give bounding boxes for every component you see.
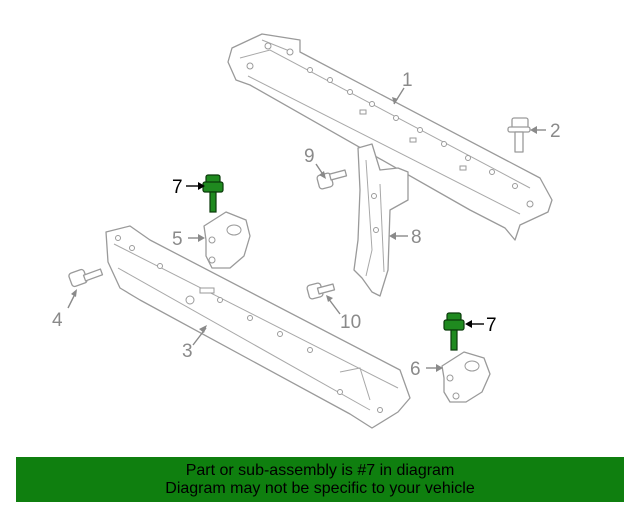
part-2-bolt [507,117,531,153]
part-7-bolt-highlighted [202,174,224,213]
callout-2: 2 [550,121,561,142]
callout-7-left: 7 [172,177,183,198]
callout-9: 9 [304,146,315,167]
callout-4: 4 [52,310,63,331]
info-banner: Part or sub-assembly is #7 in diagram Di… [16,457,624,502]
banner-line-disclaimer: Diagram may not be specific to your vehi… [165,479,475,497]
part-3-lower-support [105,225,411,429]
leader-lines [67,87,546,372]
callout-8: 8 [411,227,422,248]
part-9-bolt [316,169,348,190]
part-6-bracket [441,351,491,403]
parts-diagram: 1 2 3 4 5 6 7 7 8 9 10 [52,33,561,429]
callout-3: 3 [182,341,193,362]
part-10-bolt [306,282,336,300]
banner-line-part: Part or sub-assembly is #7 in diagram [185,461,455,479]
callout-7-right: 7 [486,315,497,336]
part-8-center-support [353,143,409,297]
callout-6: 6 [410,359,421,380]
part-5-bracket [203,211,251,269]
callout-5: 5 [172,229,183,250]
callout-1: 1 [402,70,413,91]
callout-10: 10 [340,312,361,333]
part-4-bolt [68,268,104,288]
part-1-upper-tie-bar [227,33,553,241]
part-7-bolt-highlighted-right [443,312,465,351]
